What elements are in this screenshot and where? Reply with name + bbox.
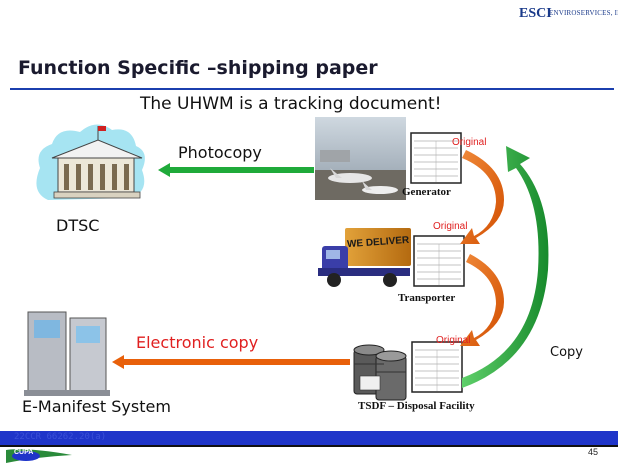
electronic-copy-label: Electronic copy [136,333,259,352]
company-logo: ESCI ENVIROSERVICES, INC. [519,6,618,24]
manifest-document-tsdf [411,341,463,393]
transporter-to-tsdf-arrow [460,254,504,346]
cupa-badge-text: CUPA [14,449,34,456]
manifest-document-transporter [413,235,465,287]
generator-label: Generator [402,186,451,198]
manifest-document-generator [410,132,462,184]
original-label-transporter: Original [433,221,468,232]
footer-rule [0,445,618,447]
generator-to-transporter-arrow [460,150,504,244]
photocopy-arrow [158,163,314,177]
dtsc-label: DTSC [56,216,100,235]
original-label-tsdf: Original [436,335,471,346]
cupa-badge-icon [6,449,72,463]
transporter-label: Transporter [398,292,456,304]
original-label-generator: Original [452,137,487,148]
slide-title: Function Specific –shipping paper [18,57,378,79]
truck-icon [318,228,411,287]
tsdf-label: TSDF – Disposal Facility [358,400,475,412]
computer-terminals-icon [24,311,110,396]
page-number: 45 [588,447,599,457]
drums-icon [353,344,407,401]
slide-subtitle: The UHWM is a tracking document! [140,94,442,114]
citation-text: 22CCR 66262.20(a) [14,432,107,442]
dtsc-building-icon [36,124,145,200]
logo-subtitle: ENVIROSERVICES, INC. [549,9,618,17]
title-divider [10,88,614,90]
emanifest-label: E-Manifest System [22,397,171,416]
footer-bar [0,431,618,445]
photocopy-label: Photocopy [178,143,262,162]
copy-label: Copy [550,345,583,360]
logo-esci-text: ESCI [519,6,552,21]
copy-return-arrow [462,146,549,388]
generator-photo [315,117,406,200]
electronic-copy-arrow [112,355,350,369]
